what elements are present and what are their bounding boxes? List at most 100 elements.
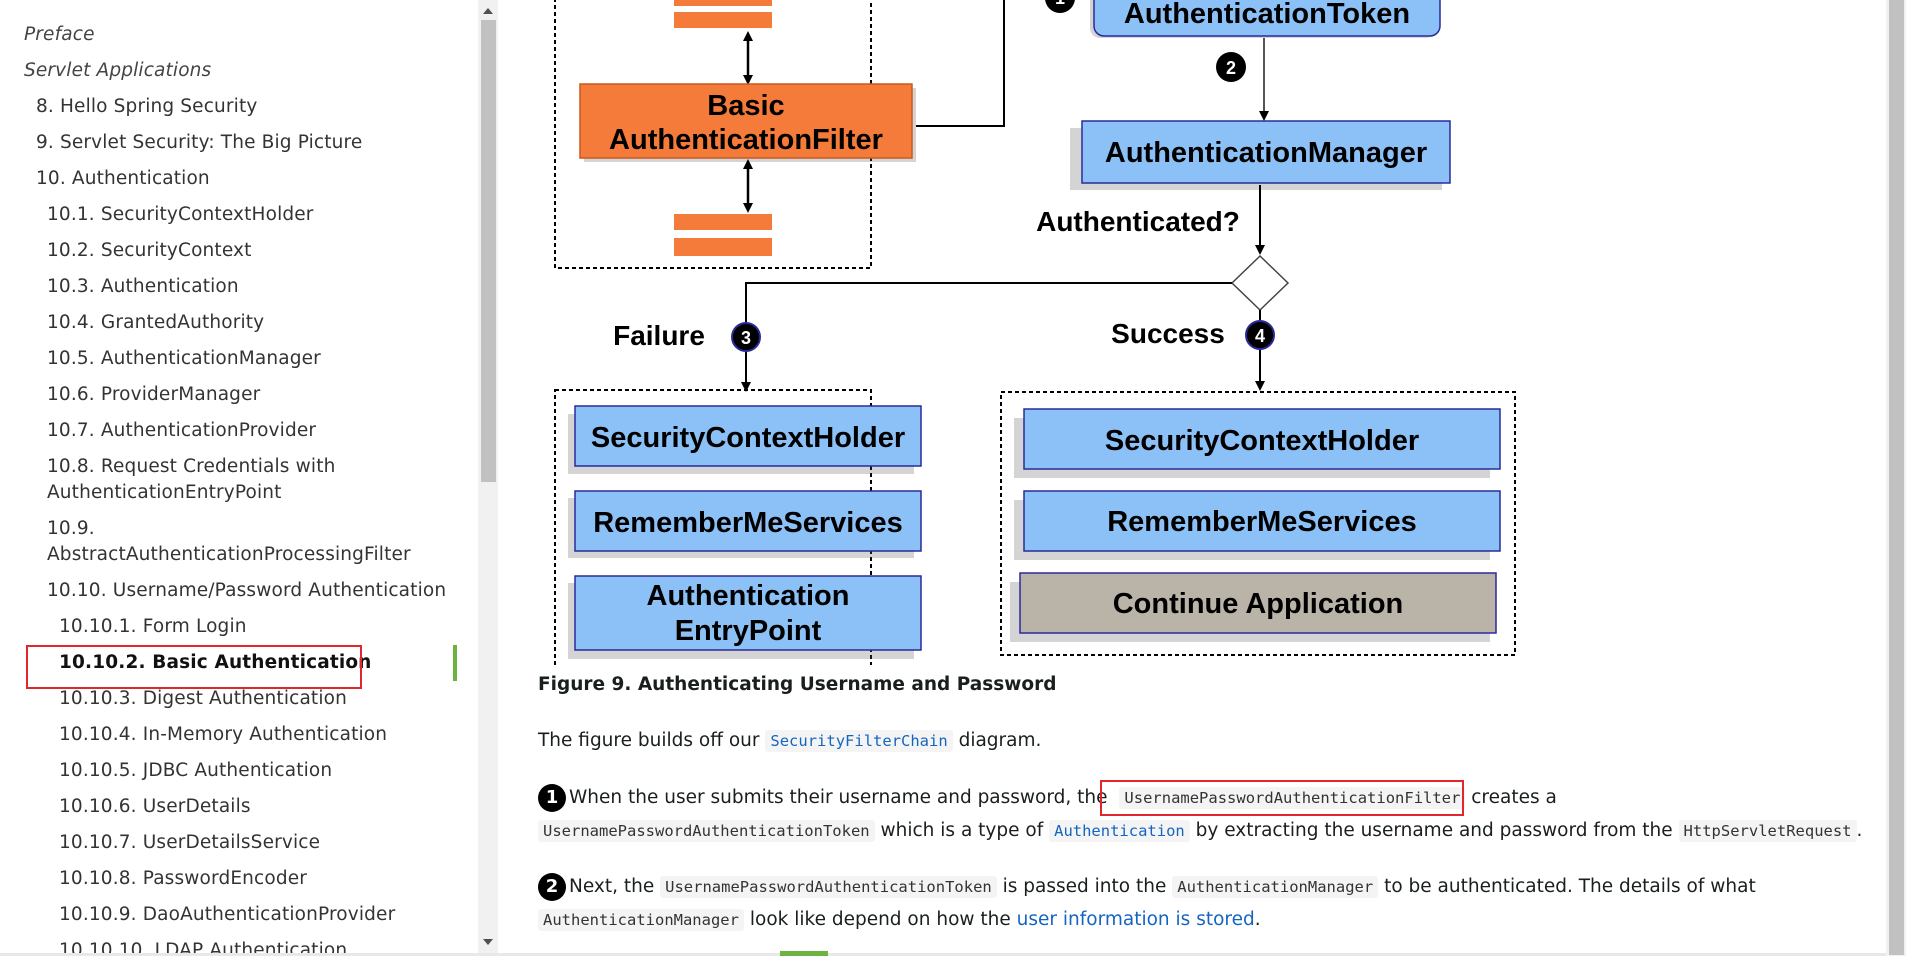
- sidebar-item[interactable]: 10.8. Request Credentials with: [47, 456, 336, 477]
- scroll-up-icon[interactable]: [483, 8, 493, 14]
- sidebar-item[interactable]: 10.10.4. In-Memory Authentication: [59, 724, 388, 745]
- continue-application-label: Continue Application: [1113, 588, 1404, 620]
- text-segment: creates a: [1471, 787, 1557, 808]
- sidebar-item[interactable]: 10.10.7. UserDetailsService: [59, 832, 321, 853]
- sidebar-item[interactable]: 10.10.6. UserDetails: [59, 796, 251, 817]
- active-item-marker: [453, 645, 457, 681]
- sidebar-item[interactable]: Preface: [24, 24, 95, 45]
- text-segment: is passed into the: [1002, 876, 1167, 897]
- filter-bar: [674, 238, 772, 256]
- code-usernamepasswordauthenticationfilter: UsernamePasswordAuthenticationFilter: [1119, 787, 1466, 809]
- annotation-highlight-box: [26, 645, 362, 689]
- sidebar-item[interactable]: Servlet Applications: [24, 60, 212, 81]
- sidebar-item[interactable]: 8. Hello Spring Security: [36, 96, 258, 117]
- user-information-stored-link[interactable]: user information is stored: [1016, 909, 1255, 930]
- sidebar-item[interactable]: 10.10.3. Digest Authentication: [59, 688, 347, 709]
- main-content: Basic AuthenticationFilter 1 Authenticat…: [498, 0, 1886, 956]
- failure-label: Failure: [613, 320, 705, 351]
- sidebar-item[interactable]: AbstractAuthenticationProcessingFilter: [47, 544, 411, 565]
- text-segment: which is a type of: [880, 820, 1044, 841]
- success-securitycontextholder-label: SecurityContextHolder: [1105, 425, 1419, 457]
- failure-remembermeservices-box: [574, 490, 922, 552]
- sidebar-item[interactable]: 10.6. ProviderManager: [47, 384, 261, 405]
- filter-bar: [674, 0, 772, 6]
- success-securitycontextholder-box: [1023, 408, 1501, 470]
- code-httpservletrequest: HttpServletRequest: [1678, 820, 1857, 842]
- code-authenticationmanager: AuthenticationManager: [538, 909, 744, 931]
- step-1-label: 1: [1055, 0, 1065, 8]
- scroll-down-icon[interactable]: [483, 939, 493, 945]
- callout-2-icon: 2: [538, 873, 566, 901]
- step-2-badge: [1216, 52, 1246, 82]
- step-3-badge: [731, 322, 761, 352]
- sidebar-item[interactable]: 10.9.: [47, 518, 95, 539]
- sidebar-item[interactable]: 10.5. AuthenticationManager: [47, 348, 321, 369]
- success-label: Success: [1111, 318, 1225, 349]
- authentication-manager-box: [1081, 120, 1451, 184]
- failure-remembermeservices-label: RememberMeServices: [593, 507, 903, 539]
- text-segment: to be authenticated. The details of what: [1384, 876, 1756, 897]
- text-segment: .: [1856, 820, 1863, 841]
- sidebar-item[interactable]: 10.10. Username/Password Authentication: [47, 580, 447, 601]
- authentication-token-label: AuthenticationToken: [1124, 0, 1410, 30]
- step-2-label: 2: [1226, 58, 1236, 78]
- sidebar-item[interactable]: 10.7. AuthenticationProvider: [47, 420, 317, 441]
- paragraph-step-2-line2: AuthenticationManager look like depend o…: [538, 904, 1261, 936]
- step-4-badge: [1245, 320, 1275, 350]
- sidebar-item[interactable]: 10.4. GrantedAuthority: [47, 312, 265, 333]
- authentication-manager-label: AuthenticationManager: [1105, 137, 1427, 169]
- authentication-link[interactable]: Authentication: [1049, 820, 1190, 842]
- code-usernamepasswordauthenticationtoken: UsernamePasswordAuthenticationToken: [538, 820, 875, 842]
- failure-entrypoint-label-line2: EntryPoint: [675, 615, 822, 647]
- code-usernamepasswordauthenticationtoken: UsernamePasswordAuthenticationToken: [660, 876, 997, 898]
- sidebar-item[interactable]: 10.10.1. Form Login: [59, 616, 247, 637]
- sidebar-item[interactable]: 9. Servlet Security: The Big Picture: [36, 132, 363, 153]
- text-segment: look like depend on how the: [749, 909, 1011, 930]
- code-authenticationmanager: AuthenticationManager: [1172, 876, 1379, 898]
- step-1-badge: [1045, 0, 1075, 13]
- securityfilterchain-link[interactable]: SecurityFilterChain: [765, 730, 953, 752]
- sidebar-item[interactable]: 10.10.8. PasswordEncoder: [59, 868, 308, 889]
- sidebar-item[interactable]: 10.2. SecurityContext: [47, 240, 252, 261]
- basic-filter-label-line2: AuthenticationFilter: [609, 124, 883, 156]
- failure-entrypoint-label-line1: Authentication: [647, 580, 850, 612]
- sidebar-item[interactable]: 10.10.5. JDBC Authentication: [59, 760, 333, 781]
- bottom-accent: [780, 951, 828, 956]
- text-segment: by extracting the username and password …: [1195, 820, 1673, 841]
- success-remembermeservices-box: [1023, 490, 1501, 552]
- authenticated-question-label: Authenticated?: [1036, 206, 1240, 237]
- paragraph-intro: The figure builds off our SecurityFilter…: [538, 725, 1041, 757]
- page-scrollbar-thumb[interactable]: [1889, 0, 1904, 955]
- sidebar-item[interactable]: 10.10.2. Basic Authentication: [59, 652, 372, 673]
- failure-securitycontextholder-box: [574, 405, 922, 467]
- continue-application-box: [1019, 572, 1497, 634]
- failure-authentication-entrypoint-box: [574, 575, 922, 651]
- success-remembermeservices-label: RememberMeServices: [1107, 506, 1417, 538]
- bottom-divider: [0, 953, 1886, 956]
- sidebar-item[interactable]: 10. Authentication: [36, 168, 210, 189]
- callout-1-icon: 1: [538, 784, 566, 812]
- text-segment: When the user submits their username and…: [569, 787, 1108, 808]
- step-3-label: 3: [741, 328, 751, 348]
- sidebar-scrollbar-thumb[interactable]: [481, 20, 496, 482]
- paragraph-step-1-line2: UsernamePasswordAuthenticationToken whic…: [538, 815, 1862, 847]
- sidebar-item[interactable]: 10.3. Authentication: [47, 276, 239, 297]
- annotation-highlight-box: [1100, 780, 1464, 816]
- success-container: [1000, 391, 1516, 656]
- authentication-flow-diagram: Basic AuthenticationFilter 1 Authenticat…: [554, 0, 1516, 665]
- filter-bar: [674, 214, 772, 230]
- text-segment: .: [1254, 909, 1261, 930]
- sidebar-item[interactable]: 10.10.9. DaoAuthenticationProvider: [59, 904, 396, 925]
- basic-filter-label-line1: Basic: [707, 90, 784, 122]
- sidebar-item[interactable]: 10.10.10. LDAP Authentication: [59, 940, 348, 956]
- sidebar-item[interactable]: 10.1. SecurityContextHolder: [47, 204, 314, 225]
- connector-line: [916, 0, 1005, 127]
- authentication-token-box: [1093, 0, 1441, 37]
- failure-securitycontextholder-label: SecurityContextHolder: [591, 422, 905, 454]
- filter-bar: [674, 12, 772, 28]
- sidebar-item[interactable]: AuthenticationEntryPoint: [47, 482, 282, 503]
- text-segment: The figure builds off our: [538, 730, 760, 751]
